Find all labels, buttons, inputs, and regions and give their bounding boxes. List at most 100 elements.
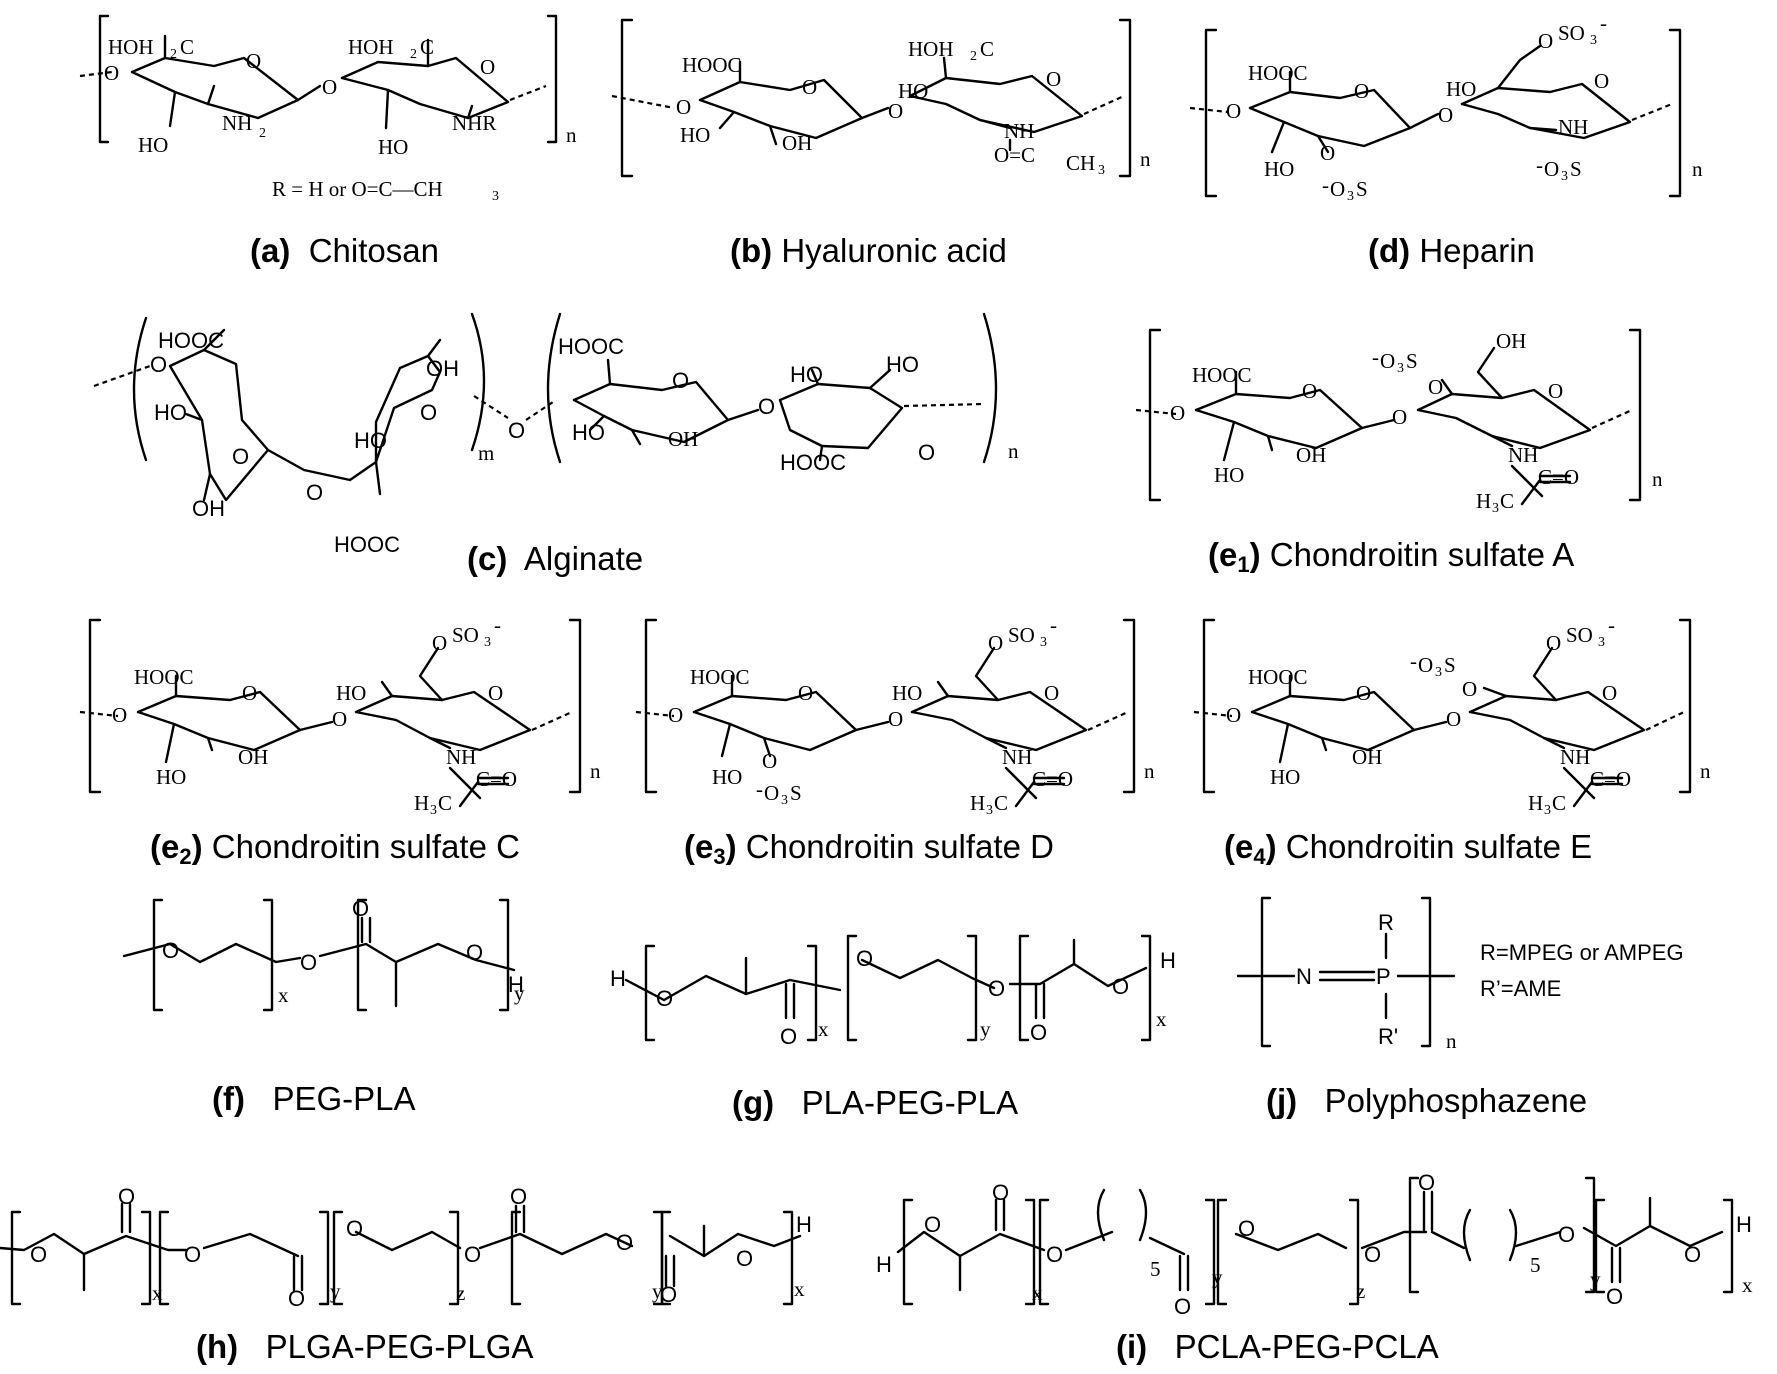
- svg-text:HOH: HOH: [908, 37, 954, 61]
- svg-text:O: O: [676, 95, 691, 119]
- svg-text:HOOC: HOOC: [1248, 665, 1308, 689]
- svg-text:P: P: [1376, 964, 1391, 989]
- svg-text:O: O: [616, 1230, 633, 1255]
- structure-chitosan: HOH 2 C O O HO NH 2 O HOH 2 C O HO NHR n…: [79, 14, 577, 204]
- svg-text:O: O: [352, 896, 369, 921]
- svg-text:C: C: [420, 35, 434, 59]
- svg-text:O: O: [798, 681, 813, 705]
- caption-alginate: (c) Alginate: [467, 540, 644, 577]
- svg-text:OH: OH: [782, 131, 812, 155]
- svg-text:O: O: [432, 631, 447, 655]
- svg-text:-: -: [1050, 613, 1057, 637]
- svg-text:HOOC: HOOC: [780, 450, 846, 475]
- svg-text:NH: NH: [446, 745, 476, 769]
- svg-text:n: n: [1140, 147, 1151, 171]
- svg-text:SO: SO: [1008, 623, 1035, 647]
- svg-text:O: O: [466, 940, 483, 965]
- svg-text:HO: HO: [898, 79, 928, 103]
- svg-text:n: n: [1692, 157, 1703, 181]
- svg-text:O: O: [1330, 177, 1345, 201]
- svg-text:C: C: [438, 791, 452, 815]
- svg-text:S: S: [1356, 177, 1368, 201]
- svg-text:O: O: [1226, 703, 1241, 727]
- svg-text:O: O: [480, 55, 495, 79]
- svg-text:H: H: [970, 791, 985, 815]
- svg-text:O: O: [420, 400, 437, 425]
- svg-text:5: 5: [1530, 1253, 1541, 1277]
- svg-text:O: O: [288, 1286, 305, 1311]
- svg-text:y: y: [1212, 1265, 1223, 1289]
- svg-text:O: O: [762, 749, 777, 773]
- svg-text:O: O: [332, 707, 347, 731]
- svg-text:HOH: HOH: [348, 35, 394, 59]
- svg-text:O: O: [924, 1212, 941, 1237]
- structure-chondroitin-sulfate-d: HOOC O O HO O - O 3 S O HO O SO 3 - O NH…: [635, 613, 1155, 818]
- svg-text:2: 2: [410, 47, 417, 62]
- svg-text:H: H: [1736, 1212, 1752, 1237]
- svg-text:O: O: [242, 681, 257, 705]
- structure-alginate: HOOC O HO O OH O HO O OH HOOC m O HOOC O…: [93, 312, 1019, 557]
- svg-text:SO: SO: [452, 623, 479, 647]
- svg-text:O: O: [346, 1216, 363, 1241]
- svg-text:O: O: [918, 440, 935, 465]
- svg-text:3: 3: [1492, 501, 1499, 516]
- svg-text:O: O: [1238, 1216, 1255, 1241]
- svg-text:OH: OH: [426, 356, 459, 381]
- svg-text:H: H: [610, 966, 626, 991]
- svg-text:3: 3: [1397, 361, 1404, 376]
- svg-text:3: 3: [1598, 635, 1605, 650]
- svg-text:-: -: [1372, 345, 1379, 369]
- svg-text:HO: HO: [1446, 77, 1476, 101]
- svg-text:O: O: [736, 1246, 753, 1271]
- svg-text:-: -: [756, 777, 763, 801]
- svg-text:O: O: [488, 681, 503, 705]
- svg-text:5: 5: [1150, 1257, 1161, 1281]
- svg-text:2: 2: [259, 126, 266, 141]
- svg-text:O: O: [656, 986, 673, 1011]
- svg-text:n: n: [1700, 759, 1711, 783]
- svg-text:O: O: [668, 703, 683, 727]
- svg-text:HO: HO: [680, 123, 710, 147]
- svg-text:HO: HO: [354, 428, 387, 453]
- svg-text:O: O: [988, 976, 1005, 1001]
- caption-peg-pla: (f) PEG-PLA: [212, 1080, 416, 1117]
- svg-text:O: O: [1046, 67, 1061, 91]
- svg-text:H: H: [876, 1252, 892, 1277]
- svg-text:OH: OH: [238, 745, 268, 769]
- svg-text:O: O: [510, 1184, 527, 1209]
- svg-text:OH: OH: [668, 427, 698, 451]
- svg-text:x: x: [278, 983, 289, 1007]
- svg-text:H: H: [1528, 791, 1543, 815]
- svg-text:O: O: [1446, 707, 1461, 731]
- svg-text:C=O: C=O: [476, 767, 517, 791]
- svg-text:O: O: [1044, 681, 1059, 705]
- svg-text:x: x: [1742, 1273, 1753, 1297]
- svg-text:z: z: [456, 1281, 465, 1305]
- svg-text:z: z: [1356, 1279, 1365, 1303]
- svg-text:O: O: [1544, 157, 1559, 181]
- svg-text:NH: NH: [1508, 443, 1538, 467]
- svg-text:O: O: [1594, 69, 1609, 93]
- svg-text:O: O: [1546, 631, 1561, 655]
- svg-text:O: O: [232, 444, 249, 469]
- svg-text:x: x: [1156, 1007, 1167, 1031]
- svg-text:O: O: [802, 75, 817, 99]
- svg-text:R: R: [1378, 910, 1394, 935]
- svg-text:HO: HO: [336, 681, 366, 705]
- svg-text:HOOC: HOOC: [134, 665, 194, 689]
- svg-text:O: O: [988, 631, 1003, 655]
- svg-text:S: S: [1406, 349, 1418, 373]
- svg-text:HO: HO: [886, 352, 919, 377]
- svg-text:y: y: [330, 1279, 341, 1303]
- label-hoh2c: HOH: [108, 35, 154, 59]
- svg-text:x: x: [794, 1277, 805, 1301]
- structure-peg-pla: O O O O H x y: [122, 896, 525, 1012]
- svg-text:O: O: [1112, 974, 1129, 999]
- svg-text:O: O: [1606, 1284, 1623, 1309]
- svg-text:O: O: [508, 418, 525, 443]
- svg-text:O: O: [1438, 103, 1453, 127]
- svg-text:O: O: [104, 61, 119, 85]
- svg-text:NH: NH: [1002, 745, 1032, 769]
- svg-text:-: -: [494, 613, 501, 637]
